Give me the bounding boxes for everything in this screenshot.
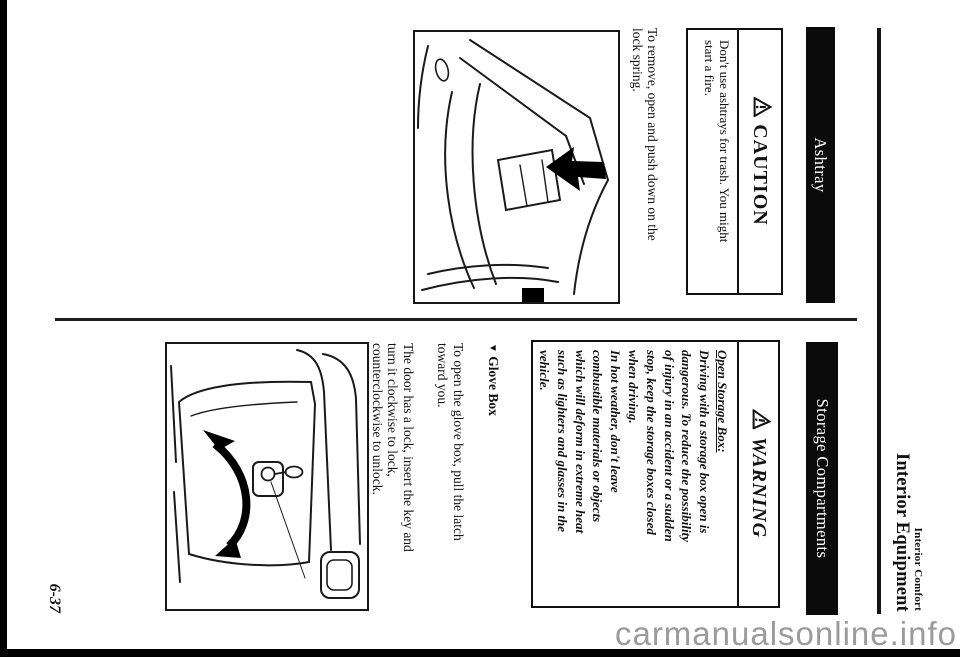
push-down-arrow	[546, 147, 606, 191]
warning-line: In hot weather, don't leave	[608, 350, 624, 493]
caution-body: Don't use ashtrays for trash. You might …	[702, 30, 737, 293]
header-kicker: Interior Comfort	[912, 527, 924, 611]
warning-line: which will deform in extreme heat	[572, 350, 588, 534]
warning-line: of injury in an accident or a sudden	[661, 350, 677, 542]
ashtray-remove-note: To remove, open and push down on the loc…	[629, 28, 660, 308]
warning-line: stop, keep the storage boxes closed	[643, 350, 659, 535]
caution-box: CAUTION Don't use ashtrays for trash. Yo…	[686, 28, 783, 295]
glove-box-illustration	[165, 342, 369, 611]
turn-key-arrow	[203, 430, 251, 558]
glove-box-lock-note: The door has a lock, insert the key and …	[370, 343, 416, 613]
caution-line: Don't use ashtrays for trash. You might	[717, 40, 732, 243]
page-number: 6-37	[46, 583, 63, 613]
note-line: toward you.	[435, 343, 450, 408]
note-line: To open the glove box, pull the latch	[451, 343, 466, 541]
section-banner-storage: Storage Compartments	[806, 342, 838, 615]
header-rule	[877, 28, 881, 614]
triangle-down-icon: ▼	[487, 343, 498, 353]
warning-line: such as lighters and glasses in the	[554, 350, 570, 533]
caution-title: CAUTION	[737, 30, 781, 293]
glove-box-line-art	[170, 349, 361, 599]
warning-title-text: WARNING	[748, 436, 770, 539]
glove-box-heading: ▼ Glove Box	[485, 343, 501, 416]
watermark: carmanualsonline.info	[614, 615, 957, 652]
section-banner-ashtray: Ashtray	[806, 27, 835, 303]
note-line: lock spring.	[630, 28, 646, 92]
warning-triangle-icon	[746, 408, 772, 432]
warning-triangle-icon	[748, 96, 773, 118]
glove-box-open-note: To open the glove box, pull the latch to…	[434, 343, 466, 613]
warning-heading: Open Storage Box:	[715, 350, 730, 453]
warning-title: WARNING	[737, 342, 778, 606]
glove-box-heading-text: Glove Box	[486, 356, 501, 416]
warning-line: when driving.	[626, 350, 642, 424]
scan-edge-bottom	[0, 0, 7, 657]
warning-box: WARNING Open Storage Box: Driving with a…	[531, 340, 780, 608]
caution-line: start a fire.	[702, 40, 718, 96]
warning-line: vehicle.	[537, 350, 553, 391]
warning-body: Open Storage Box: Driving with a storage…	[535, 342, 737, 606]
note-line: To remove, open and push down on the	[645, 28, 660, 241]
note-line: turn it clockwise to lock,	[385, 343, 401, 477]
warning-line: dangerous. To reduce the possibility	[679, 350, 695, 543]
note-line: The door has a lock, insert the key and	[401, 343, 416, 552]
caution-title-text: CAUTION	[749, 124, 772, 226]
ashtray-line-art	[417, 39, 609, 302]
note-line: counterclockwise to unlock.	[370, 343, 385, 495]
ashtray-illustration	[413, 30, 620, 304]
warning-line: Driving with a storage box open is	[697, 350, 713, 534]
warning-line: combustible materials or objects	[590, 350, 606, 523]
column-divider	[55, 318, 857, 321]
page-title: Interior Equipment	[892, 453, 912, 612]
